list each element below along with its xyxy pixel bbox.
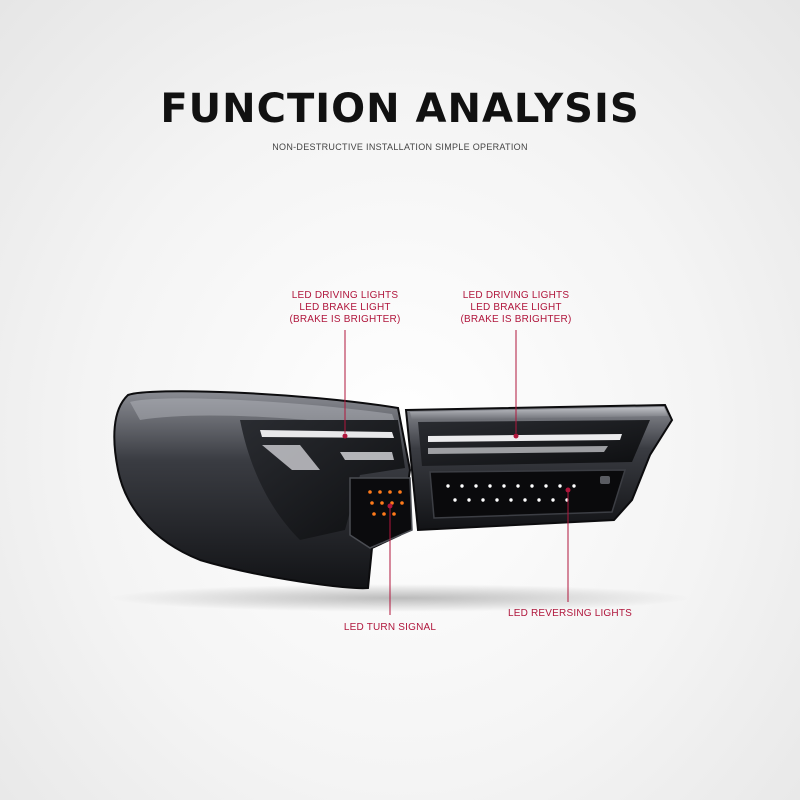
callout-turn-signal: LED TURN SIGNAL [343,622,437,633]
turn-signal-leds [368,490,404,516]
inner-lamp [404,403,674,532]
callout-left-line-3: (BRAKE IS BRIGHTER) [289,314,401,325]
callout-reversing: LED REVERSING LIGHTS [507,608,633,619]
callout-right-line-1: LED DRIVING LIGHTS [462,290,570,301]
page-title: FUNCTION ANALYSIS [160,86,640,132]
page-subtitle: NON-DESTRUCTIVE INSTALLATION SIMPLE OPER… [272,142,528,152]
callout-lines [344,330,569,615]
callout-left-driving-brake: LED DRIVING LIGHTS LED BRAKE LIGHT (BRAK… [270,290,420,326]
callout-right-line-3: (BRAKE IS BRIGHTER) [460,314,572,325]
callout-markers [342,433,571,509]
callout-left-line-2: LED BRAKE LIGHT [299,302,391,313]
reversing-leds [446,484,576,502]
outer-lamp [113,390,413,590]
driving-light-bar-left [260,430,394,438]
callout-right-driving-brake: LED DRIVING LIGHTS LED BRAKE LIGHT (BRAK… [441,290,591,326]
lamp-shadow [110,584,690,612]
driving-light-bar-right [428,434,622,442]
callout-left-line-1: LED DRIVING LIGHTS [291,290,399,301]
callout-right-line-2: LED BRAKE LIGHT [470,302,562,313]
